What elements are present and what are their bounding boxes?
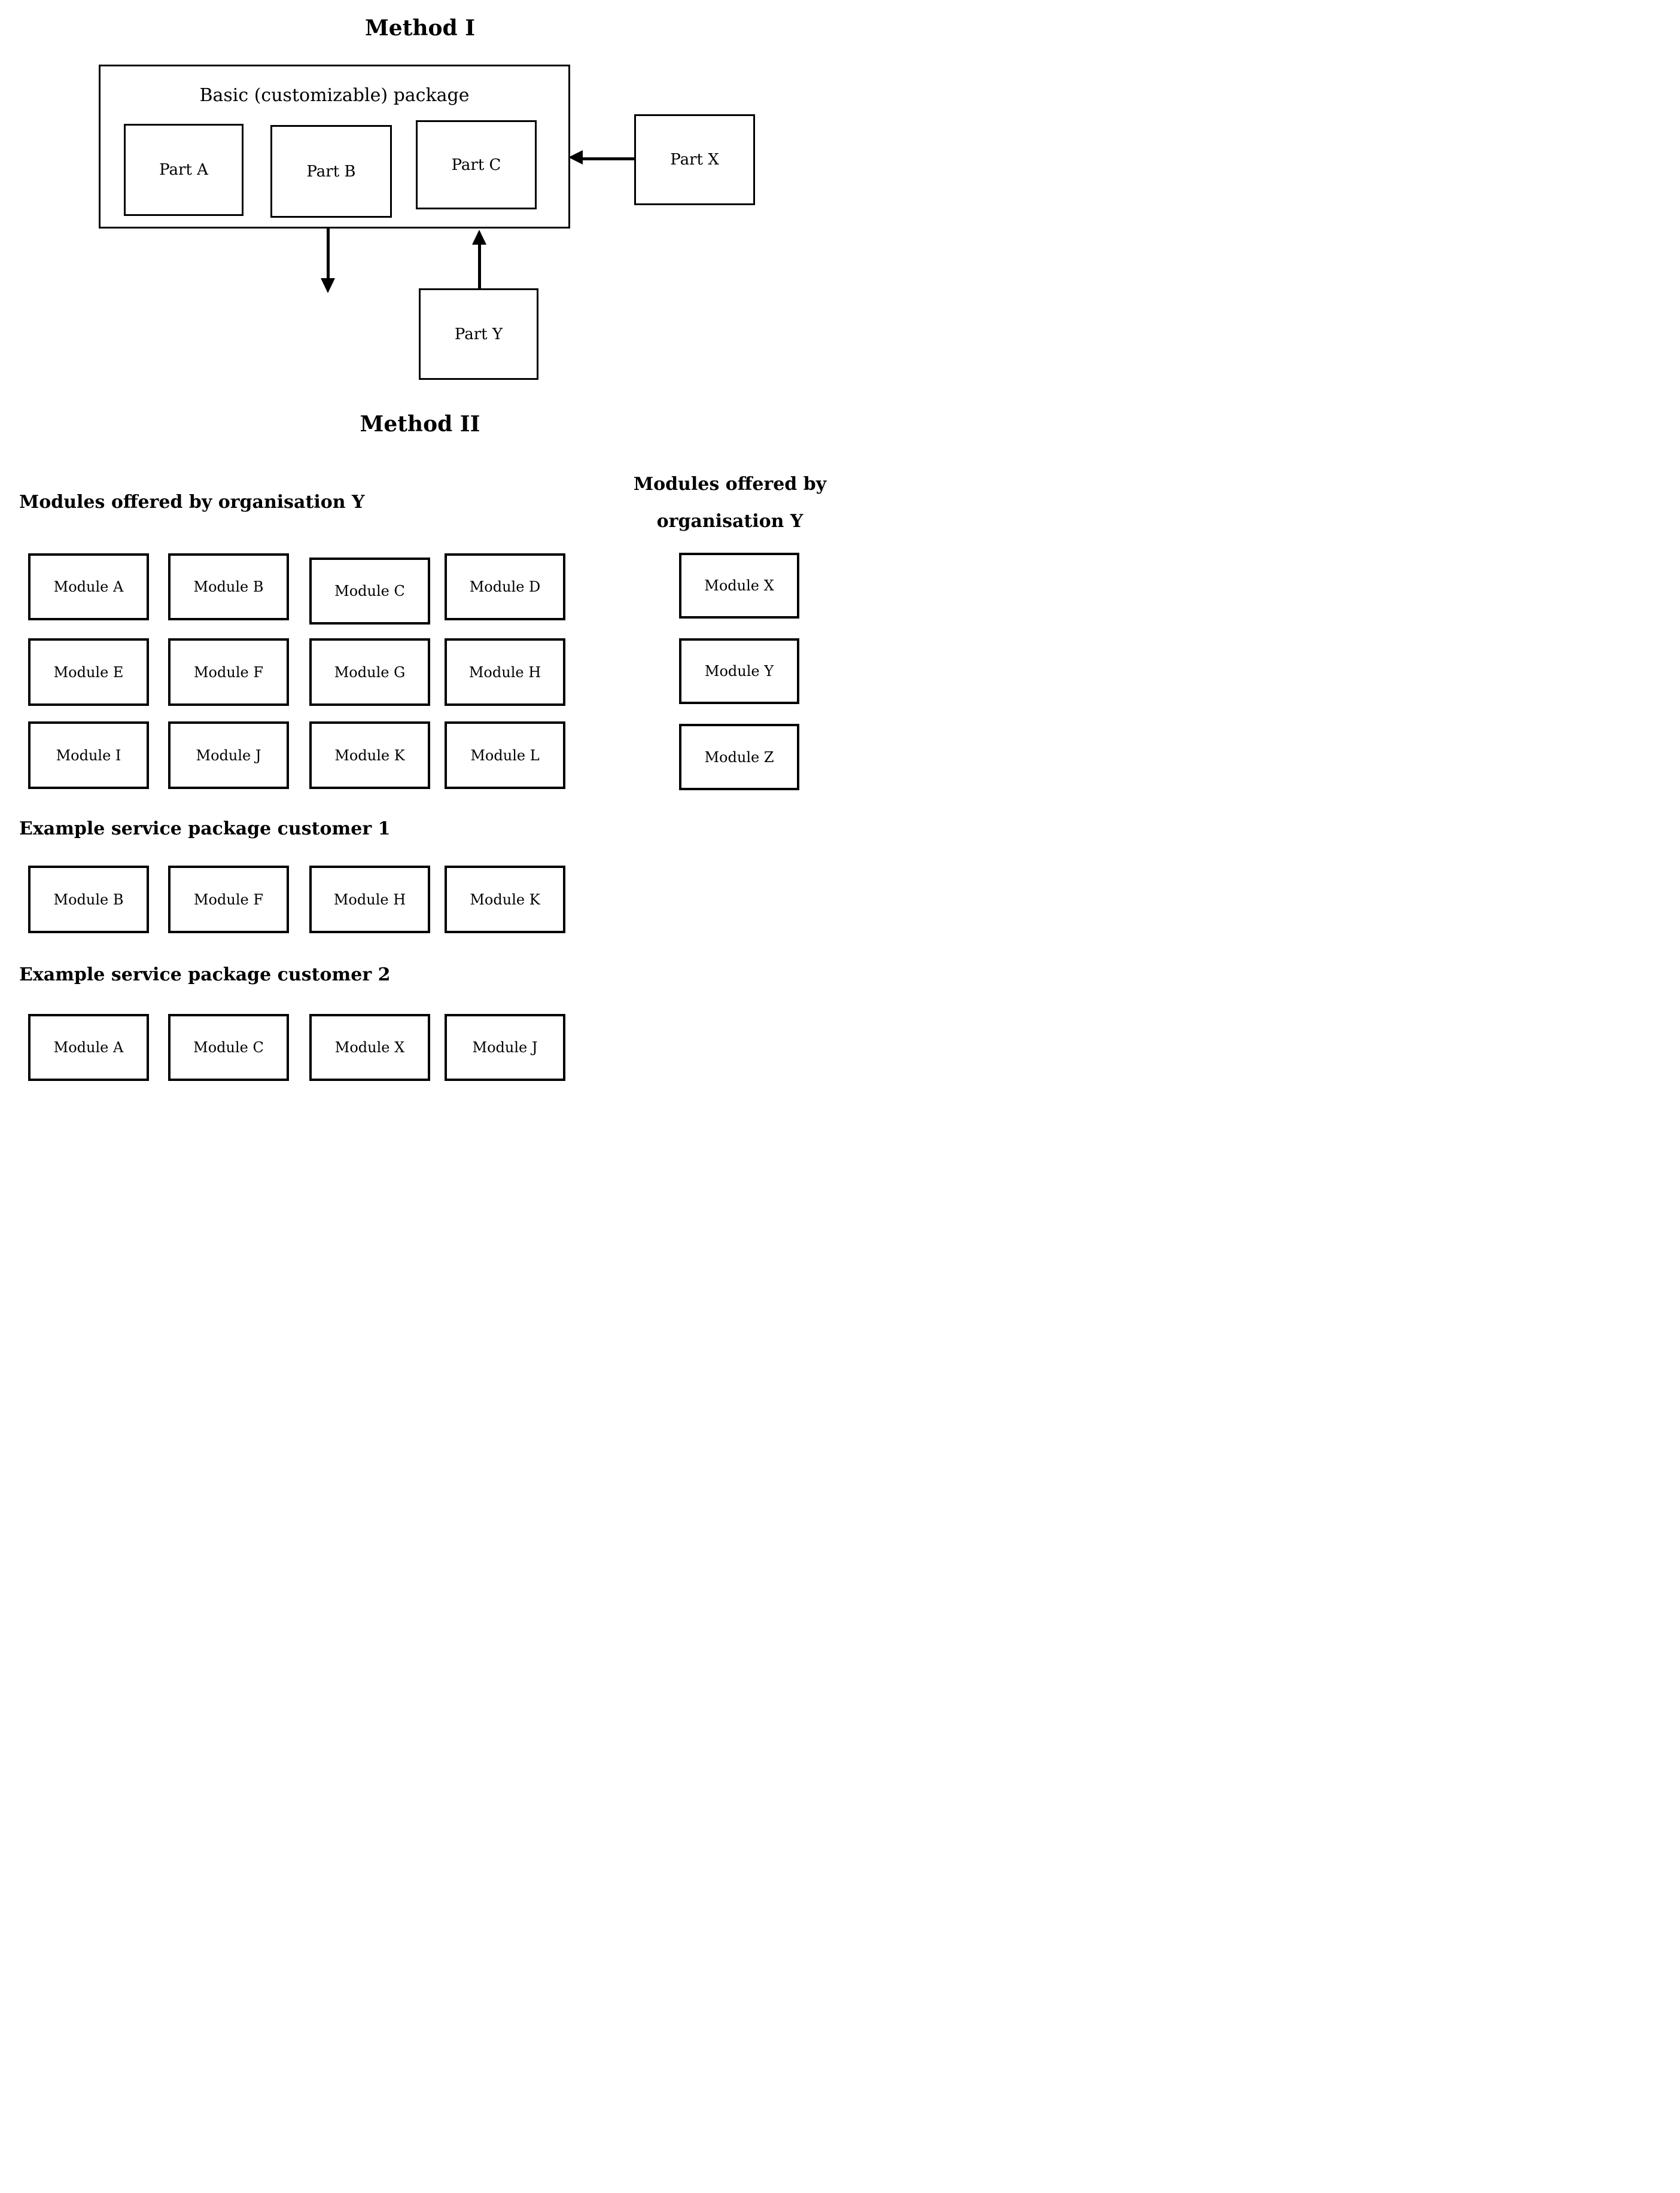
- module-f-box: Module F: [168, 638, 289, 706]
- arrow-down-from-package-line: [327, 229, 330, 279]
- module-z-box: Module Z: [679, 724, 799, 790]
- customer2-module-a-box: Module A: [28, 1014, 149, 1081]
- module-i-box: Module I: [28, 721, 149, 789]
- module-d-box: Module D: [445, 553, 565, 620]
- module-g-box: Module G: [309, 638, 430, 706]
- customer1-module-h-box: Module H: [309, 866, 430, 933]
- method1-title: Method I: [364, 16, 476, 41]
- module-b-box: Module B: [168, 553, 289, 620]
- customer2-module-x-box: Module X: [309, 1014, 430, 1081]
- module-a-box: Module A: [28, 553, 149, 620]
- module-l-box: Module L: [445, 721, 565, 789]
- arrow-partx-to-package-head-icon: [568, 150, 583, 165]
- customer1-heading: Example service package customer 1: [19, 818, 391, 839]
- customer1-module-f-box: Module F: [168, 866, 289, 933]
- modules-left-heading: Modules offered by organisation Y: [19, 492, 365, 513]
- arrow-down-from-package-head-icon: [321, 278, 335, 293]
- part-b-box: Part B: [270, 125, 392, 218]
- method2-title: Method II: [360, 412, 480, 437]
- modules-right-heading-line2: organisation Y: [656, 511, 804, 532]
- part-y-box: Part Y: [419, 288, 538, 380]
- part-x-box: Part X: [634, 114, 755, 205]
- customer2-module-c-box: Module C: [168, 1014, 289, 1081]
- diagram-page: Method I Basic (customizable) package Pa…: [0, 0, 840, 1096]
- part-a-box: Part A: [124, 124, 244, 216]
- customer2-module-j-box: Module J: [445, 1014, 565, 1081]
- customer1-module-b-box: Module B: [28, 866, 149, 933]
- arrow-party-to-package-line: [478, 243, 481, 289]
- modules-right-heading-line1: Modules offered by: [633, 474, 827, 495]
- module-e-box: Module E: [28, 638, 149, 706]
- module-x-box: Module X: [679, 553, 799, 619]
- module-h-box: Module H: [445, 638, 565, 706]
- arrow-party-to-package-head-icon: [472, 230, 486, 245]
- customer1-module-k-box: Module K: [445, 866, 565, 933]
- module-j-box: Module J: [168, 721, 289, 789]
- arrow-partx-to-package-line: [583, 157, 634, 160]
- module-y-box: Module Y: [679, 638, 799, 704]
- module-c-box: Module C: [309, 558, 430, 625]
- customer2-heading: Example service package customer 2: [19, 964, 391, 985]
- basic-package-label: Basic (customizable) package: [199, 85, 470, 106]
- part-c-box: Part C: [416, 120, 537, 209]
- module-k-box: Module K: [309, 721, 430, 789]
